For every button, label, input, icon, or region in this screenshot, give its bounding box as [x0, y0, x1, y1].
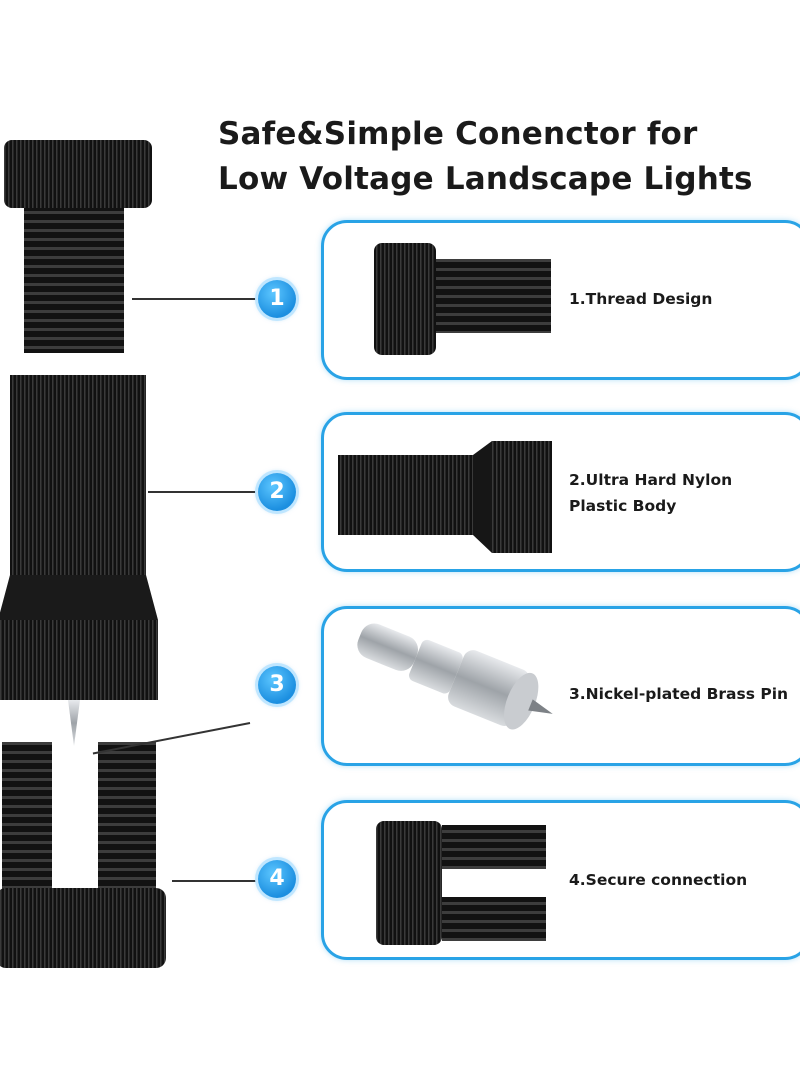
- feature-label-3: 3.Nickel-plated Brass Pin: [569, 685, 789, 703]
- page-title: Safe&Simple Conenctor for Low Voltage La…: [218, 112, 753, 202]
- split-base-part: [0, 742, 166, 968]
- brass-pin-icon: [357, 623, 553, 730]
- title-line-2: Low Voltage Landscape Lights: [218, 161, 753, 197]
- leader-line-1: [132, 298, 256, 300]
- leader-line-4: [172, 880, 258, 882]
- brass-pin-part: [68, 700, 80, 746]
- feature-card-nylon-body: 2.Ultra Hard Nylon Plastic Body: [321, 412, 800, 572]
- nylon-body-part: [0, 375, 158, 700]
- feature-label-4: 4.Secure connection: [569, 871, 748, 889]
- leader-line-2: [148, 491, 258, 493]
- feature-card-secure-connection: 4.Secure connection: [321, 800, 800, 960]
- cap-screw-part: [4, 140, 152, 353]
- feature-card-brass-pin: 3.Nickel-plated Brass Pin: [321, 606, 800, 766]
- thread-screw-icon: [374, 243, 551, 355]
- nylon-body-icon: [338, 441, 552, 553]
- feature-number-badge-4: 4: [258, 860, 296, 898]
- feature-card-thread-design: 1.Thread Design: [321, 220, 800, 380]
- title-line-1: Safe&Simple Conenctor for: [218, 116, 698, 152]
- feature-number-badge-2: 2: [258, 473, 296, 511]
- connector-assembly-illustration: [0, 140, 166, 968]
- split-connector-icon: [376, 821, 546, 945]
- feature-label-2: 2.Ultra Hard Nylon Plastic Body: [569, 471, 733, 515]
- feature-number-badge-1: 1: [258, 280, 296, 318]
- feature-label-1: 1.Thread Design: [569, 290, 713, 308]
- feature-number-badge-3: 3: [258, 666, 296, 704]
